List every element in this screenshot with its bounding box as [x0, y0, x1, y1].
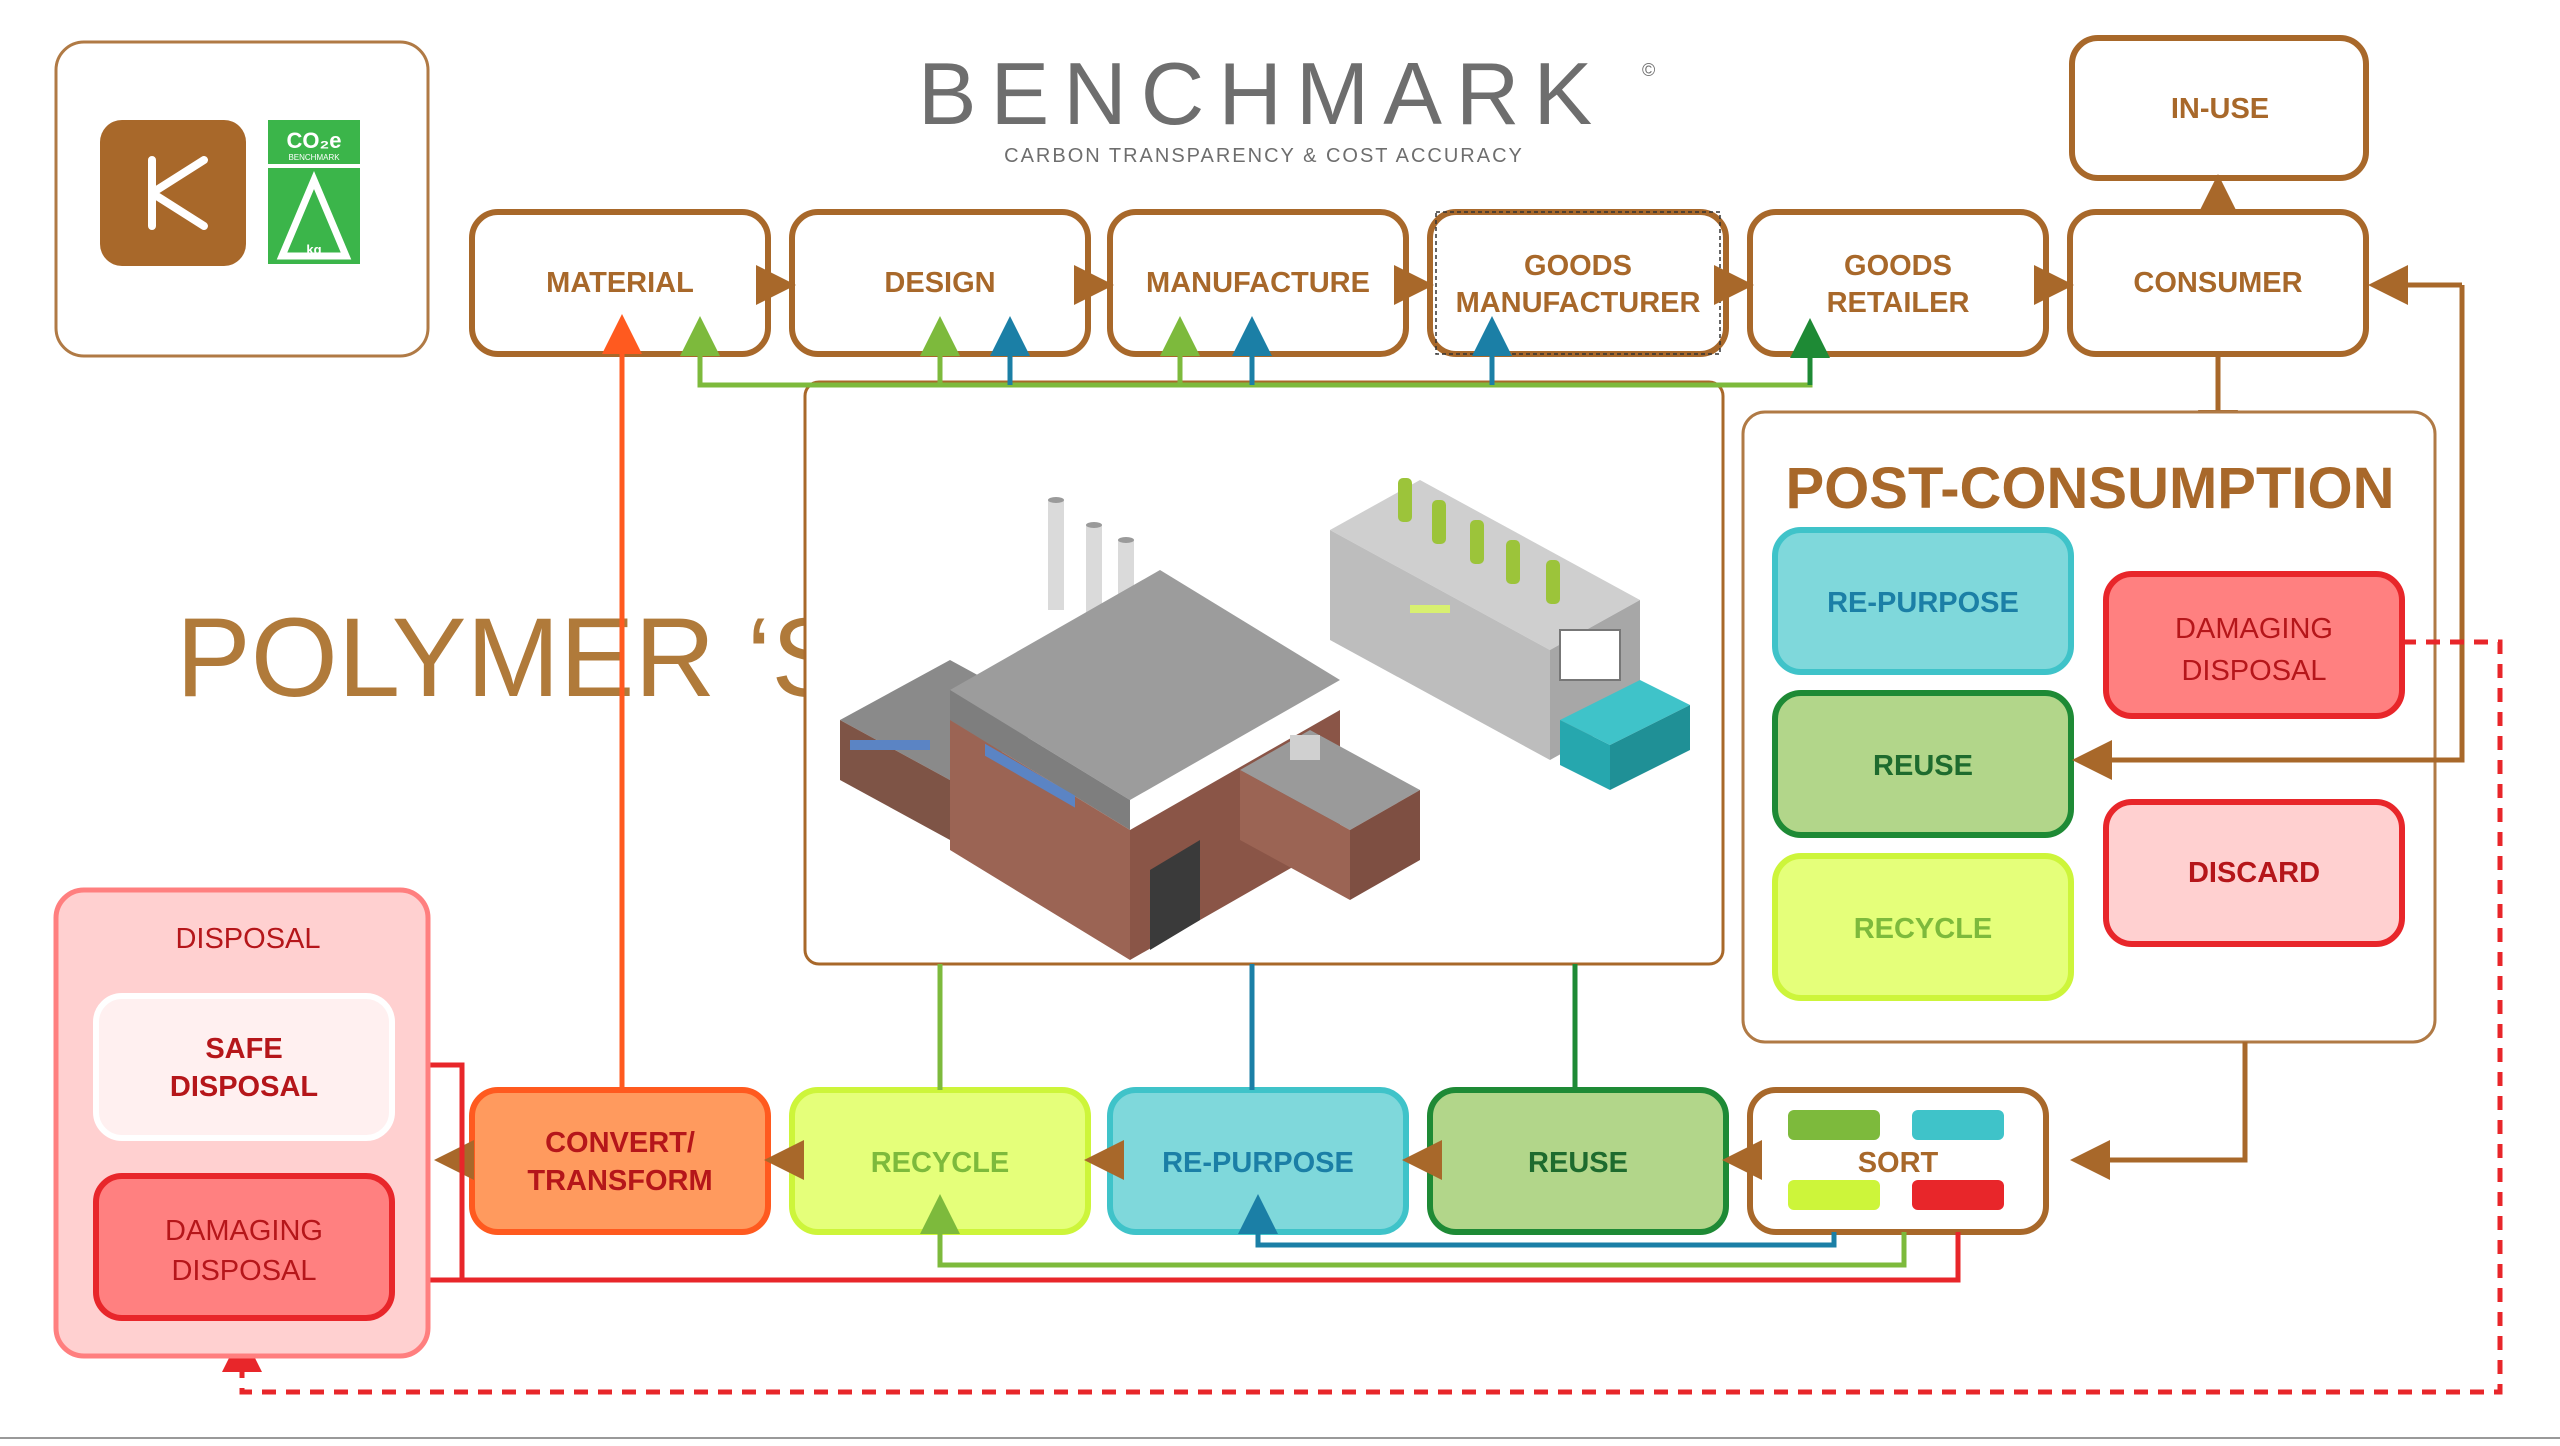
- safe-disposal-label-1: SAFE: [205, 1033, 282, 1065]
- factory-illustration-panel: [803, 380, 1725, 966]
- convert-label-2: TRANSFORM: [527, 1165, 712, 1197]
- damaging-disposal-label-1: DAMAGING: [165, 1215, 323, 1247]
- pc-recycle-label: RECYCLE: [1854, 913, 1993, 945]
- benchmark-k-logo-icon: [100, 120, 246, 266]
- reuse-label: REUSE: [1528, 1147, 1628, 1179]
- badge-kg-text: kg: [306, 242, 321, 257]
- post-consumption-title: POST-CONSUMPTION: [1785, 456, 2394, 521]
- pc-damaging-label-1: DAMAGING: [2175, 613, 2333, 645]
- goods-retailer-label-1: GOODS: [1844, 250, 1952, 282]
- safe-disposal-box[interactable]: SAFE DISPOSAL: [93, 993, 395, 1141]
- convert-transform-box[interactable]: CONVERT/ TRANSFORM: [469, 1087, 771, 1235]
- sort-label: SORT: [1858, 1147, 1939, 1179]
- badge-benchmark-text: BENCHMARK: [288, 153, 340, 162]
- pc-repurpose-box[interactable]: RE-PURPOSE: [1772, 527, 2074, 675]
- consumer-label: CONSUMER: [2133, 267, 2302, 299]
- material-label: MATERIAL: [546, 267, 694, 299]
- wordmark-copyright: ©: [1642, 60, 1655, 80]
- pc-recycle-box[interactable]: RECYCLE: [1772, 853, 2074, 1001]
- factory-illustration-icon: [840, 478, 1690, 960]
- consumer-box[interactable]: CONSUMER: [2067, 209, 2369, 357]
- pc-repurpose-label: RE-PURPOSE: [1827, 587, 2019, 619]
- tagline-text: CARBON TRANSPARENCY & COST ACCURACY: [1004, 145, 1524, 167]
- damaging-disposal-label-2: DISPOSAL: [171, 1255, 316, 1287]
- sort-box[interactable]: SORT: [1747, 1087, 2049, 1235]
- pc-reuse-box[interactable]: REUSE: [1772, 690, 2074, 838]
- pc-discard-label: DISCARD: [2188, 857, 2320, 889]
- goods-manufacturer-box[interactable]: GOODS MANUFACTURER: [1427, 209, 1729, 357]
- pc-discard-box[interactable]: DISCARD: [2103, 799, 2405, 947]
- in-use-box[interactable]: IN-USE: [2069, 35, 2369, 181]
- recycle-label: RECYCLE: [871, 1147, 1010, 1179]
- pc-damaging-disposal-box[interactable]: DAMAGING DISPOSAL: [2103, 571, 2405, 719]
- return-loop: SORT REUSE RE-PURPOSE RECYCLE CONVERT/ T…: [469, 1087, 2049, 1235]
- damaging-disposal-box[interactable]: DAMAGING DISPOSAL: [93, 1173, 395, 1321]
- goods-retailer-label-2: RETAILER: [1827, 287, 1970, 319]
- pc-damaging-label-2: DISPOSAL: [2181, 655, 2326, 687]
- post-consumption-panel: POST-CONSUMPTION RE-PURPOSE REUSE RECYCL…: [1741, 410, 2437, 1044]
- disposal-title: DISPOSAL: [175, 923, 320, 955]
- in-use-label: IN-USE: [2171, 93, 2269, 125]
- disposal-panel: DISPOSAL SAFE DISPOSAL DAMAGING DISPOSAL: [53, 887, 431, 1359]
- goods-retailer-box[interactable]: GOODS RETAILER: [1747, 209, 2049, 357]
- repurpose-label: RE-PURPOSE: [1162, 1147, 1354, 1179]
- badge-co2e-text: CO₂e: [286, 128, 341, 153]
- manufacture-box[interactable]: MANUFACTURE: [1107, 209, 1409, 357]
- pc-reuse-label: REUSE: [1873, 750, 1973, 782]
- return-loop-arrows: [434, 265, 2465, 1180]
- convert-label-1: CONVERT/: [545, 1127, 695, 1159]
- reuse-box[interactable]: REUSE: [1427, 1087, 1729, 1235]
- benchmark-wordmark: BENCHMARK © CARBON TRANSPARENCY & COST A…: [918, 44, 1655, 167]
- safe-disposal-label-2: DISPOSAL: [170, 1071, 318, 1103]
- manufacture-label: MANUFACTURE: [1146, 267, 1370, 299]
- logo-panel: CO₂e BENCHMARK kg: [54, 40, 430, 358]
- wordmark-text: BENCHMARK: [918, 44, 1606, 143]
- design-label: DESIGN: [884, 267, 995, 299]
- goods-manufacturer-label-2: MANUFACTURER: [1456, 287, 1701, 319]
- co2e-benchmark-badge-icon: CO₂e BENCHMARK kg: [268, 120, 360, 264]
- goods-manufacturer-label-1: GOODS: [1524, 250, 1632, 282]
